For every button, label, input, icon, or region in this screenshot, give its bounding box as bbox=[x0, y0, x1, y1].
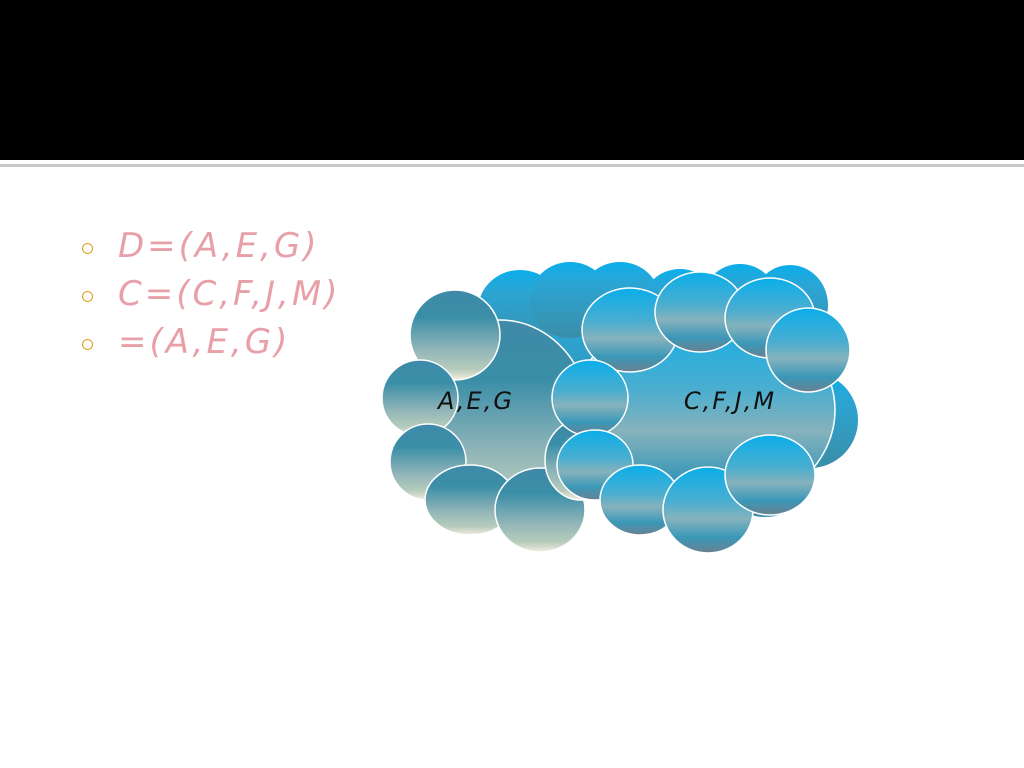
cloud-label-right: C,F,J,M bbox=[684, 387, 776, 415]
bullet-text: C=(C,F,J,M) bbox=[118, 274, 341, 314]
cloud-icon bbox=[551, 271, 851, 554]
bullet-text: =(A,E,G) bbox=[118, 322, 291, 362]
hollow-circle-icon bbox=[82, 339, 93, 350]
hollow-circle-icon bbox=[82, 243, 93, 254]
bullet-text: D=(A,E,G) bbox=[118, 226, 320, 266]
hollow-circle-icon bbox=[82, 291, 93, 302]
title-bar bbox=[0, 0, 1024, 160]
title-divider bbox=[0, 164, 1024, 167]
bullet-item: D=(A,E,G) bbox=[80, 222, 340, 270]
bullet-item: =(A,E,G) bbox=[80, 318, 340, 366]
bullet-item: C=(C,F,J,M) bbox=[80, 270, 340, 318]
bullet-list: D=(A,E,G) C=(C,F,J,M) =(A,E,G) bbox=[80, 222, 340, 366]
cloud-icon bbox=[381, 289, 616, 553]
cloud-label-left: A,E,G bbox=[436, 387, 514, 415]
